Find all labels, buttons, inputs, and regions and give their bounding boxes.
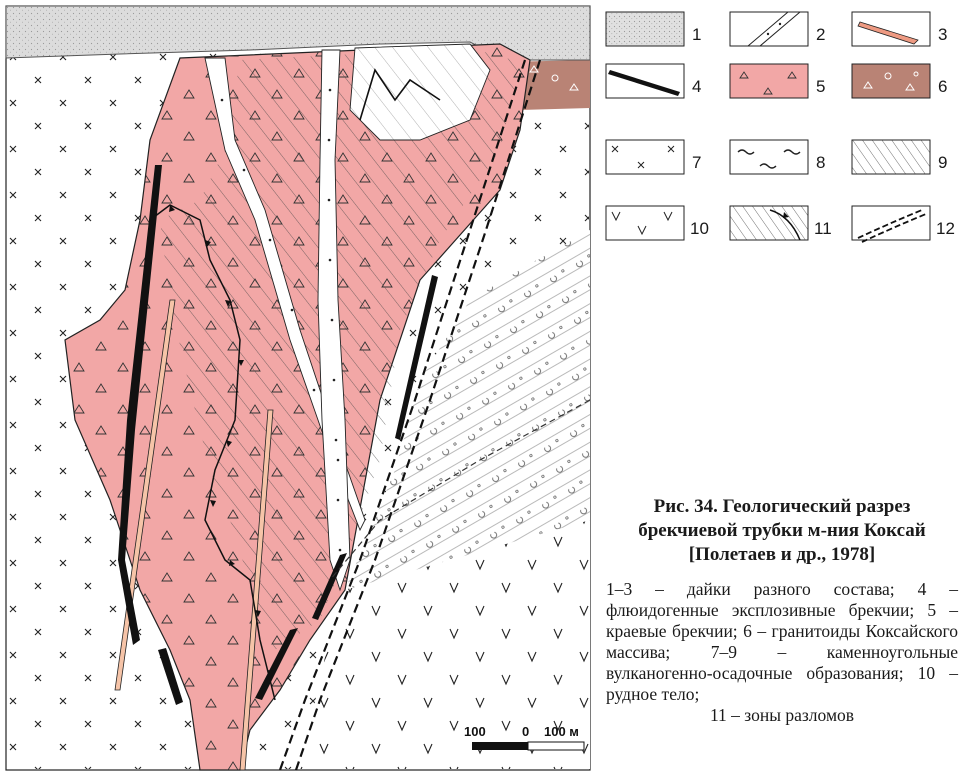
- figure-title: Рис. 34. Геологический разрез брекчиевой…: [638, 496, 926, 565]
- legend-item-9: 9: [851, 139, 947, 175]
- black-lens-4: [312, 553, 347, 620]
- surface-cover: [5, 5, 591, 61]
- geological-section: 100 0 100 м: [5, 5, 591, 771]
- fault-teeth: [169, 205, 274, 677]
- fault-teeth-top: [359, 68, 441, 121]
- scale-bar: 100 0 100 м: [464, 724, 585, 751]
- black-lens-3: [255, 628, 298, 700]
- legend-num-11: 11: [814, 219, 832, 238]
- legend-num-10: 10: [690, 219, 709, 238]
- black-lens-2: [158, 648, 183, 705]
- legend-item-5: 5: [729, 63, 825, 99]
- v-field-marks: [300, 520, 590, 769]
- legend-num-3: 3: [938, 25, 947, 44]
- legend-item-10: 10: [605, 205, 709, 241]
- legend-num-4: 4: [692, 77, 701, 96]
- scale-label-right: 100 м: [544, 724, 579, 739]
- legend-item-6: 6: [851, 63, 947, 99]
- legend-item-4: 4: [605, 63, 701, 99]
- figure-description-main: 1–3 – дайки разного состава; 4 – флюидог…: [606, 579, 958, 704]
- dike-center: [317, 49, 351, 592]
- fault-line-inner: [149, 204, 276, 701]
- legend-item-8: 8: [729, 139, 825, 175]
- main-fault: [278, 59, 527, 771]
- legend-item-3: 3: [851, 11, 947, 47]
- legend-num-8: 8: [816, 153, 825, 172]
- scale-label-left: 100: [464, 724, 486, 739]
- figure-description-last: 11 – зоны разломов: [709, 705, 855, 725]
- secondary-fault: [329, 399, 591, 581]
- scale-label-mid: 0: [522, 724, 529, 739]
- figure-description: 1–3 – дайки разного состава; 4 – флюидог…: [606, 579, 958, 726]
- sedimentary-pattern: [345, 230, 590, 590]
- legend-num-9: 9: [938, 153, 947, 172]
- legend-item-11: 11: [729, 205, 832, 241]
- figure-caption: Рис. 34. Геологический разрез брекчиевой…: [606, 495, 958, 726]
- legend: 1 2 3 4 5 6 7: [605, 11, 955, 243]
- black-lens-5: [395, 275, 438, 440]
- legend-num-2: 2: [816, 25, 825, 44]
- legend-num-6: 6: [938, 77, 947, 96]
- pink-dike-2: [239, 409, 274, 771]
- dike-crosses: [220, 88, 342, 552]
- main-fault-2: [294, 59, 542, 771]
- legend-num-5: 5: [816, 77, 825, 96]
- legend-num-1: 1: [692, 25, 701, 44]
- legend-num-12: 12: [936, 219, 955, 238]
- legend-num-7: 7: [692, 153, 701, 172]
- legend-item-7: 7: [605, 139, 701, 175]
- legend-item-2: 2: [729, 11, 825, 47]
- legend-item-1: 1: [605, 11, 701, 47]
- legend-item-12: 12: [851, 205, 955, 243]
